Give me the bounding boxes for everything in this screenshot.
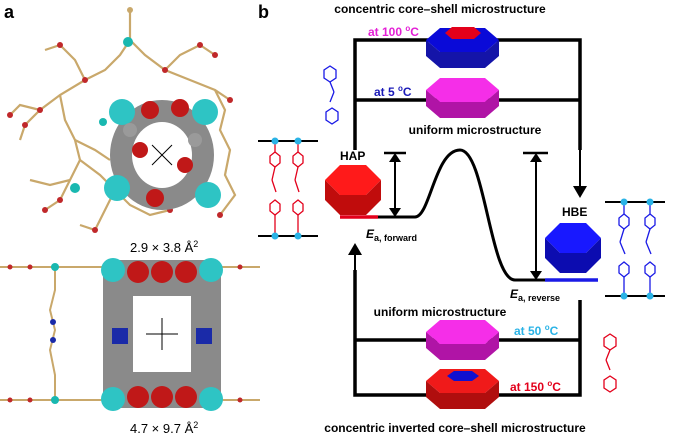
title-core-shell: concentric core–shell microstructure (334, 2, 546, 16)
arrow-up-to-hap (348, 243, 362, 255)
label-uniform-bottom: uniform microstructure (374, 305, 507, 319)
ea-forward-arrowhead-down (389, 208, 401, 217)
arrow-down-to-hbe (573, 186, 587, 198)
hbe-ladder-structure (605, 198, 665, 300)
label-hbe: HBE (562, 205, 587, 219)
ea-reverse-arrowhead-up (530, 153, 542, 162)
hexagon-uniform-magenta-5C (426, 78, 499, 118)
label-at-150C: at 150 oC (510, 379, 561, 394)
pore-top-dimension: 2.9 × 3.8 Å2 (130, 239, 198, 255)
ea-forward-label: Ea, forward (366, 227, 417, 243)
pore-top-arrows (151, 144, 173, 166)
panel-b-label: b (258, 2, 269, 22)
label-at-100C: at 100 oC (368, 24, 419, 39)
hexagon-inverted-core-shell-150C (426, 369, 499, 409)
label-at-5C: at 5 oC (374, 84, 412, 99)
label-hap: HAP (340, 149, 365, 163)
ea-reverse-arrowhead-down (530, 271, 542, 280)
energy-profile-curve (378, 148, 545, 282)
pore-bottom-arrows (146, 318, 178, 350)
framework-top-atoms (7, 7, 233, 233)
hexagon-hbe-blue (545, 223, 601, 273)
hap-ladder-structure (258, 137, 318, 240)
hexagon-core-shell-100C (426, 27, 499, 68)
label-at-50C: at 50 oC (514, 323, 559, 338)
hexagon-hap-red (325, 165, 381, 215)
molecule-azpy-red (603, 333, 617, 393)
ea-reverse-label: Ea, reverse (510, 287, 560, 303)
title-inverted-core-shell: concentric inverted core–shell microstru… (324, 421, 586, 435)
panel-a-label: a (4, 2, 15, 22)
framework-bottom-atoms (7, 263, 243, 404)
pore-bottom-dimension: 4.7 × 9.7 Å2 (130, 420, 198, 436)
molecule-bpe-blue (323, 65, 339, 125)
hexagon-uniform-magenta-50C (426, 320, 499, 360)
label-uniform-top: uniform microstructure (409, 123, 542, 137)
ea-forward-arrowhead-up (389, 153, 401, 162)
